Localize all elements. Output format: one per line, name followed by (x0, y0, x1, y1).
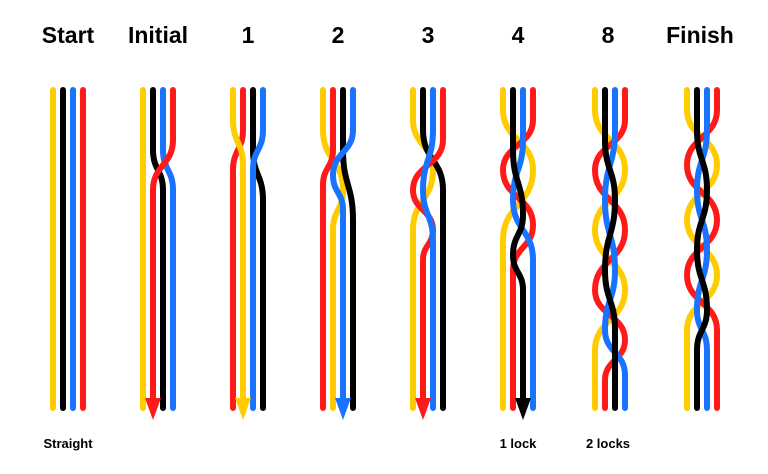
stage-1-strands (230, 87, 266, 420)
stage-title-finish: Finish (666, 22, 734, 48)
stage-initial-strands (140, 87, 176, 420)
stage-title-initial: Initial (127, 22, 189, 48)
stage-finish-strands (683, 87, 721, 411)
stage-title-3: 3 (421, 22, 435, 48)
stage-start-strands (50, 87, 86, 411)
stage-note-4: 1 lock (499, 436, 537, 451)
stage-8-strands (591, 87, 629, 411)
strand-blue (693, 87, 711, 411)
strand-red (409, 87, 446, 411)
strand-black (250, 87, 266, 411)
strand-yellow (500, 87, 537, 411)
strand-red (320, 87, 336, 411)
stage-title-1: 1 (241, 22, 255, 48)
stage-title-8: 8 (601, 22, 615, 48)
stage-3-strands (409, 87, 446, 420)
strand-yellow (320, 87, 347, 411)
strand-blue (329, 87, 356, 411)
arrow-red (145, 398, 161, 420)
arrow-black (515, 398, 531, 420)
strand-blue (419, 87, 436, 411)
stage-title-start: Start (41, 22, 95, 48)
stage-title-4: 4 (511, 22, 525, 48)
strand-blue (160, 87, 176, 411)
strand-black (693, 87, 711, 411)
strand-red (150, 87, 176, 411)
strand-yellow (230, 87, 246, 411)
strand-blue (509, 87, 536, 411)
stage-4-strands (499, 87, 537, 420)
stage-note-8: 2 locks (585, 436, 631, 451)
strand-red (683, 87, 721, 411)
arrow-blue (335, 398, 351, 420)
arrow-red (415, 398, 431, 420)
strand-black (509, 87, 527, 411)
arrow-yellow (235, 398, 251, 420)
strand-black (601, 87, 619, 411)
stage-note-start: Straight (43, 436, 93, 451)
strand-yellow (410, 87, 437, 411)
strand-blue (250, 87, 266, 411)
stage-2-strands (320, 87, 356, 420)
stage-title-2: 2 (331, 22, 345, 48)
